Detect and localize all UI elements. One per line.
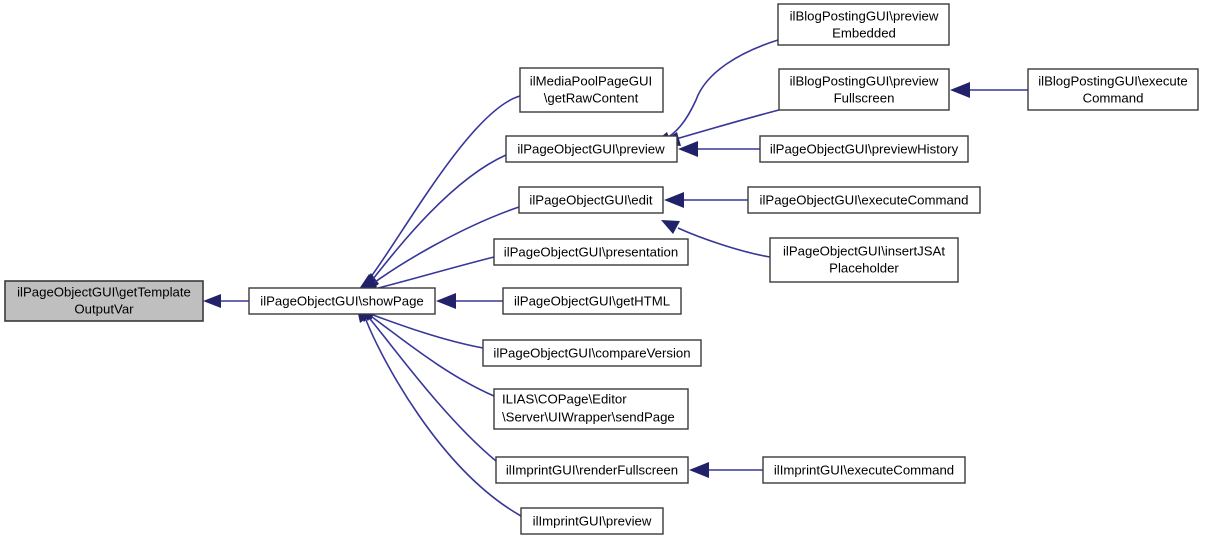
node-previewhistory-label: ilPageObjectGUI\previewHistory [770,141,959,156]
node-renderfullscreen[interactable]: ilImprintGUI\renderFullscreen [495,456,689,484]
edge-pageexecutecommand-to-edit [664,192,748,208]
node-sendpage-line-1: \Server\UIWrapper\sendPage [502,409,675,424]
edge-sendpage-to-showpage [357,308,495,397]
edge-previewhistory-to-preview [678,141,760,157]
node-gethtml-label: ilPageObjectGUI\getHTML [514,293,670,308]
node-insertjsatplaceholder-line-0: ilPageObjectGUI\insertJSAt [783,243,945,258]
node-presentation[interactable]: ilPageObjectGUI\presentation [493,238,689,266]
node-imprintpreview-label: ilImprintGUI\preview [533,513,652,528]
node-preview[interactable]: ilPageObjectGUI\preview [505,135,678,163]
node-presentation-label: ilPageObjectGUI\presentation [504,244,678,259]
node-pageexecutecommand-label: ilPageObjectGUI\executeCommand [760,192,969,207]
node-getrawcontent[interactable]: ilMediaPoolPageGUI \getRawContent [519,67,664,113]
node-imprintexecutecommand[interactable]: ilImprintGUI\executeCommand [762,456,966,484]
node-gethtml[interactable]: ilPageObjectGUI\getHTML [502,287,682,315]
node-previewembedded[interactable]: ilBlogPostingGUI\preview Embedded [777,3,950,46]
node-insertjsatplaceholder-line-1: Placeholder [829,260,899,275]
node-previewembedded-line-1: Embedded [832,25,896,40]
node-previewfullscreen-line-0: ilBlogPostingGUI\preview [790,73,939,88]
edge-previewembedded-to-preview [650,39,779,146]
node-showpage[interactable]: ilPageObjectGUI\showPage [248,287,436,315]
edge-gethtml-to-showpage [436,293,503,309]
node-sendpage[interactable]: ILIAS\COPage\Editor \Server\UIWrapper\se… [493,388,689,430]
node-insertjsatplaceholder[interactable]: ilPageObjectGUI\insertJSAt Placeholder [769,237,959,283]
node-blogexecutecommand[interactable]: ilBlogPostingGUI\execute Command [1027,68,1199,111]
node-blogexecutecommand-line-1: Command [1083,90,1144,105]
node-layer: ilPageObjectGUI\getTemplate OutputVar il… [4,3,1199,535]
node-previewhistory[interactable]: ilPageObjectGUI\previewHistory [759,135,969,163]
node-gettemplateoutputvar[interactable]: ilPageObjectGUI\getTemplate OutputVar [4,280,204,322]
node-previewfullscreen-line-1: Fullscreen [834,90,895,105]
edge-blogexecutecommand-to-previewfullscreen [950,82,1028,98]
node-compareversion[interactable]: ilPageObjectGUI\compareVersion [482,339,702,367]
node-gettemplateoutputvar-line-0: ilPageObjectGUI\getTemplate [17,284,191,299]
edge-imprintexecutecommand-to-renderfullscreen [689,462,763,478]
edge-showpage-to-gettemplateoutputvar [203,294,249,308]
node-getrawcontent-line-1: \getRawContent [544,90,639,105]
node-sendpage-line-0: ILIAS\COPage\Editor [502,391,627,406]
node-gettemplateoutputvar-line-1: OutputVar [74,301,134,316]
node-pageexecutecommand[interactable]: ilPageObjectGUI\executeCommand [747,186,981,214]
node-preview-label: ilPageObjectGUI\preview [517,141,665,156]
node-previewembedded-line-0: ilBlogPostingGUI\preview [790,8,939,23]
node-compareversion-label: ilPageObjectGUI\compareVersion [493,345,690,360]
node-blogexecutecommand-line-0: ilBlogPostingGUI\execute [1038,73,1188,88]
node-getrawcontent-line-0: ilMediaPoolPageGUI [530,73,652,88]
node-edit-label: ilPageObjectGUI\edit [529,192,652,207]
node-renderfullscreen-label: ilImprintGUI\renderFullscreen [506,462,678,477]
edge-preview-to-showpage [357,154,507,292]
edge-renderfullscreen-to-showpage [357,309,497,462]
node-imprintpreview[interactable]: ilImprintGUI\preview [520,507,664,535]
node-previewfullscreen[interactable]: ilBlogPostingGUI\preview Fullscreen [778,68,950,111]
edge-insertjsatplaceholder-to-edit [661,220,771,258]
node-imprintexecutecommand-label: ilImprintGUI\executeCommand [774,462,954,477]
node-edit[interactable]: ilPageObjectGUI\edit [518,186,664,214]
node-showpage-label: ilPageObjectGUI\showPage [260,293,423,308]
